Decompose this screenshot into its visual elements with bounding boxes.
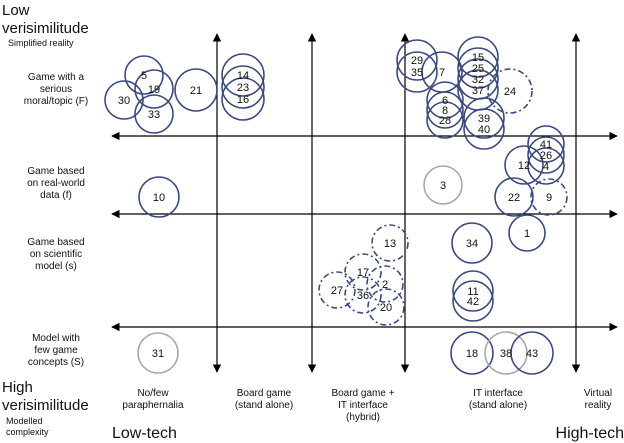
game-node-label-32: 32 [472, 74, 484, 86]
game-node-circle-16 [221, 77, 265, 121]
game-node-circle-8 [426, 91, 464, 129]
game-node-circle-3 [423, 165, 463, 205]
game-node-label-3: 3 [440, 180, 446, 192]
game-node-label-39: 39 [478, 113, 490, 125]
bottom-sublabel: Modelled complexity [6, 416, 49, 437]
game-node-circle-34 [451, 222, 493, 264]
game-node-label-16: 16 [237, 94, 249, 106]
row-label-serious-topic: Game with a serious moral/topic (F) [23, 72, 89, 107]
game-node-label-40: 40 [478, 124, 490, 136]
row-label-scientific-model: Game based on scientific model (s) [27, 237, 85, 272]
game-node-circle-27 [318, 271, 356, 309]
game-node-label-41: 41 [540, 139, 552, 151]
game-node-label-31: 31 [152, 348, 164, 360]
game-node-circle-20 [367, 288, 405, 326]
game-node-circle-6 [426, 81, 464, 119]
bottom-label: High verisimilitude [2, 379, 89, 414]
col-label-it-interface: IT interface (stand alone) [468, 388, 528, 411]
game-node-label-26: 26 [540, 150, 552, 162]
game-node-circle-23 [221, 65, 265, 109]
game-node-label-14: 14 [237, 70, 249, 82]
game-node-circle-41 [527, 125, 565, 163]
game-node-label-34: 34 [466, 238, 478, 250]
game-node-label-25: 25 [472, 63, 484, 75]
game-node-circle-43 [510, 331, 554, 375]
game-node-circle-26 [527, 136, 565, 174]
game-node-label-8: 8 [442, 105, 448, 117]
game-node-label-18: 18 [466, 348, 478, 360]
game-node-label-22: 22 [508, 192, 520, 204]
game-node-label-24: 24 [504, 86, 516, 98]
col-label-no-paraphernalia: No/few paraphernalia [122, 388, 184, 411]
game-node-circle-33 [134, 94, 174, 134]
game-node-circle-30 [104, 80, 144, 120]
game-node-label-42: 42 [467, 296, 479, 308]
game-node-circle-31 [137, 332, 179, 374]
game-node-circle-9 [530, 178, 568, 216]
game-node-label-29: 29 [411, 55, 423, 67]
game-node-circle-24 [487, 68, 533, 114]
game-node-label-11: 11 [467, 286, 478, 298]
high-tech-label: High-tech [555, 425, 624, 442]
game-node-circle-18 [450, 331, 494, 375]
game-node-circle-13 [371, 224, 409, 262]
game-node-circle-10 [138, 176, 180, 218]
game-node-label-6: 6 [442, 95, 448, 107]
game-node-label-27: 27 [331, 285, 343, 297]
game-node-label-33: 33 [148, 109, 160, 121]
game-node-circle-36 [344, 276, 382, 314]
game-node-circle-14 [221, 53, 265, 97]
game-node-circle-2 [366, 265, 404, 303]
game-node-label-19: 19 [148, 84, 160, 96]
game-node-label-15: 15 [472, 52, 484, 64]
col-label-virtual-reality: Virtual reality [583, 388, 613, 411]
game-node-label-38: 38 [500, 348, 512, 360]
game-node-label-4: 4 [543, 161, 549, 173]
game-node-label-5: 5 [141, 70, 147, 82]
game-node-circle-21 [174, 68, 218, 112]
col-label-board-game: Board game (stand alone) [234, 388, 294, 411]
game-node-circle-39 [463, 97, 505, 139]
game-node-label-43: 43 [526, 348, 538, 360]
game-node-circle-19 [134, 69, 174, 109]
game-node-circle-17 [344, 253, 382, 291]
game-node-label-9: 9 [546, 192, 552, 204]
game-node-circle-1 [508, 214, 546, 252]
game-node-label-30: 30 [118, 95, 130, 107]
game-node-circle-25 [457, 47, 499, 89]
game-node-label-37: 37 [472, 85, 484, 97]
col-label-hybrid: Board game + IT interface (hybrid) [331, 388, 395, 423]
game-node-label-13: 13 [384, 238, 396, 250]
game-node-label-12: 12 [518, 160, 530, 172]
top-sublabel: Simplified reality [8, 38, 74, 48]
game-node-label-7: 7 [439, 67, 445, 79]
game-node-label-2: 2 [382, 279, 388, 291]
game-node-circle-35 [396, 51, 438, 93]
game-node-label-35: 35 [411, 67, 423, 79]
game-node-circle-42 [452, 280, 494, 322]
game-node-circle-28 [426, 101, 464, 139]
game-node-label-10: 10 [153, 192, 165, 204]
game-node-circle-15 [457, 36, 499, 78]
low-tech-label: Low-tech [112, 425, 177, 442]
game-node-label-20: 20 [380, 302, 392, 314]
game-node-circle-12 [504, 145, 544, 185]
top-label: Low verisimilitude [2, 2, 89, 37]
game-node-label-36: 36 [357, 290, 369, 302]
row-label-real-world-data: Game based on real-world data (f) [27, 166, 85, 201]
game-node-circle-29 [396, 39, 438, 81]
game-node-label-21: 21 [190, 85, 202, 97]
game-node-label-28: 28 [439, 115, 451, 127]
game-node-label-1: 1 [524, 228, 530, 240]
game-node-circle-40 [463, 108, 505, 150]
game-node-label-23: 23 [237, 82, 249, 94]
game-node-circle-38 [484, 331, 528, 375]
game-node-circle-11 [452, 270, 494, 312]
game-node-label-17: 17 [357, 267, 369, 279]
game-node-circle-4 [527, 147, 565, 185]
game-node-circle-5 [124, 55, 164, 95]
game-node-circle-22 [494, 177, 534, 217]
row-label-few-game-concepts: Model with few game concepts (S) [27, 333, 85, 368]
